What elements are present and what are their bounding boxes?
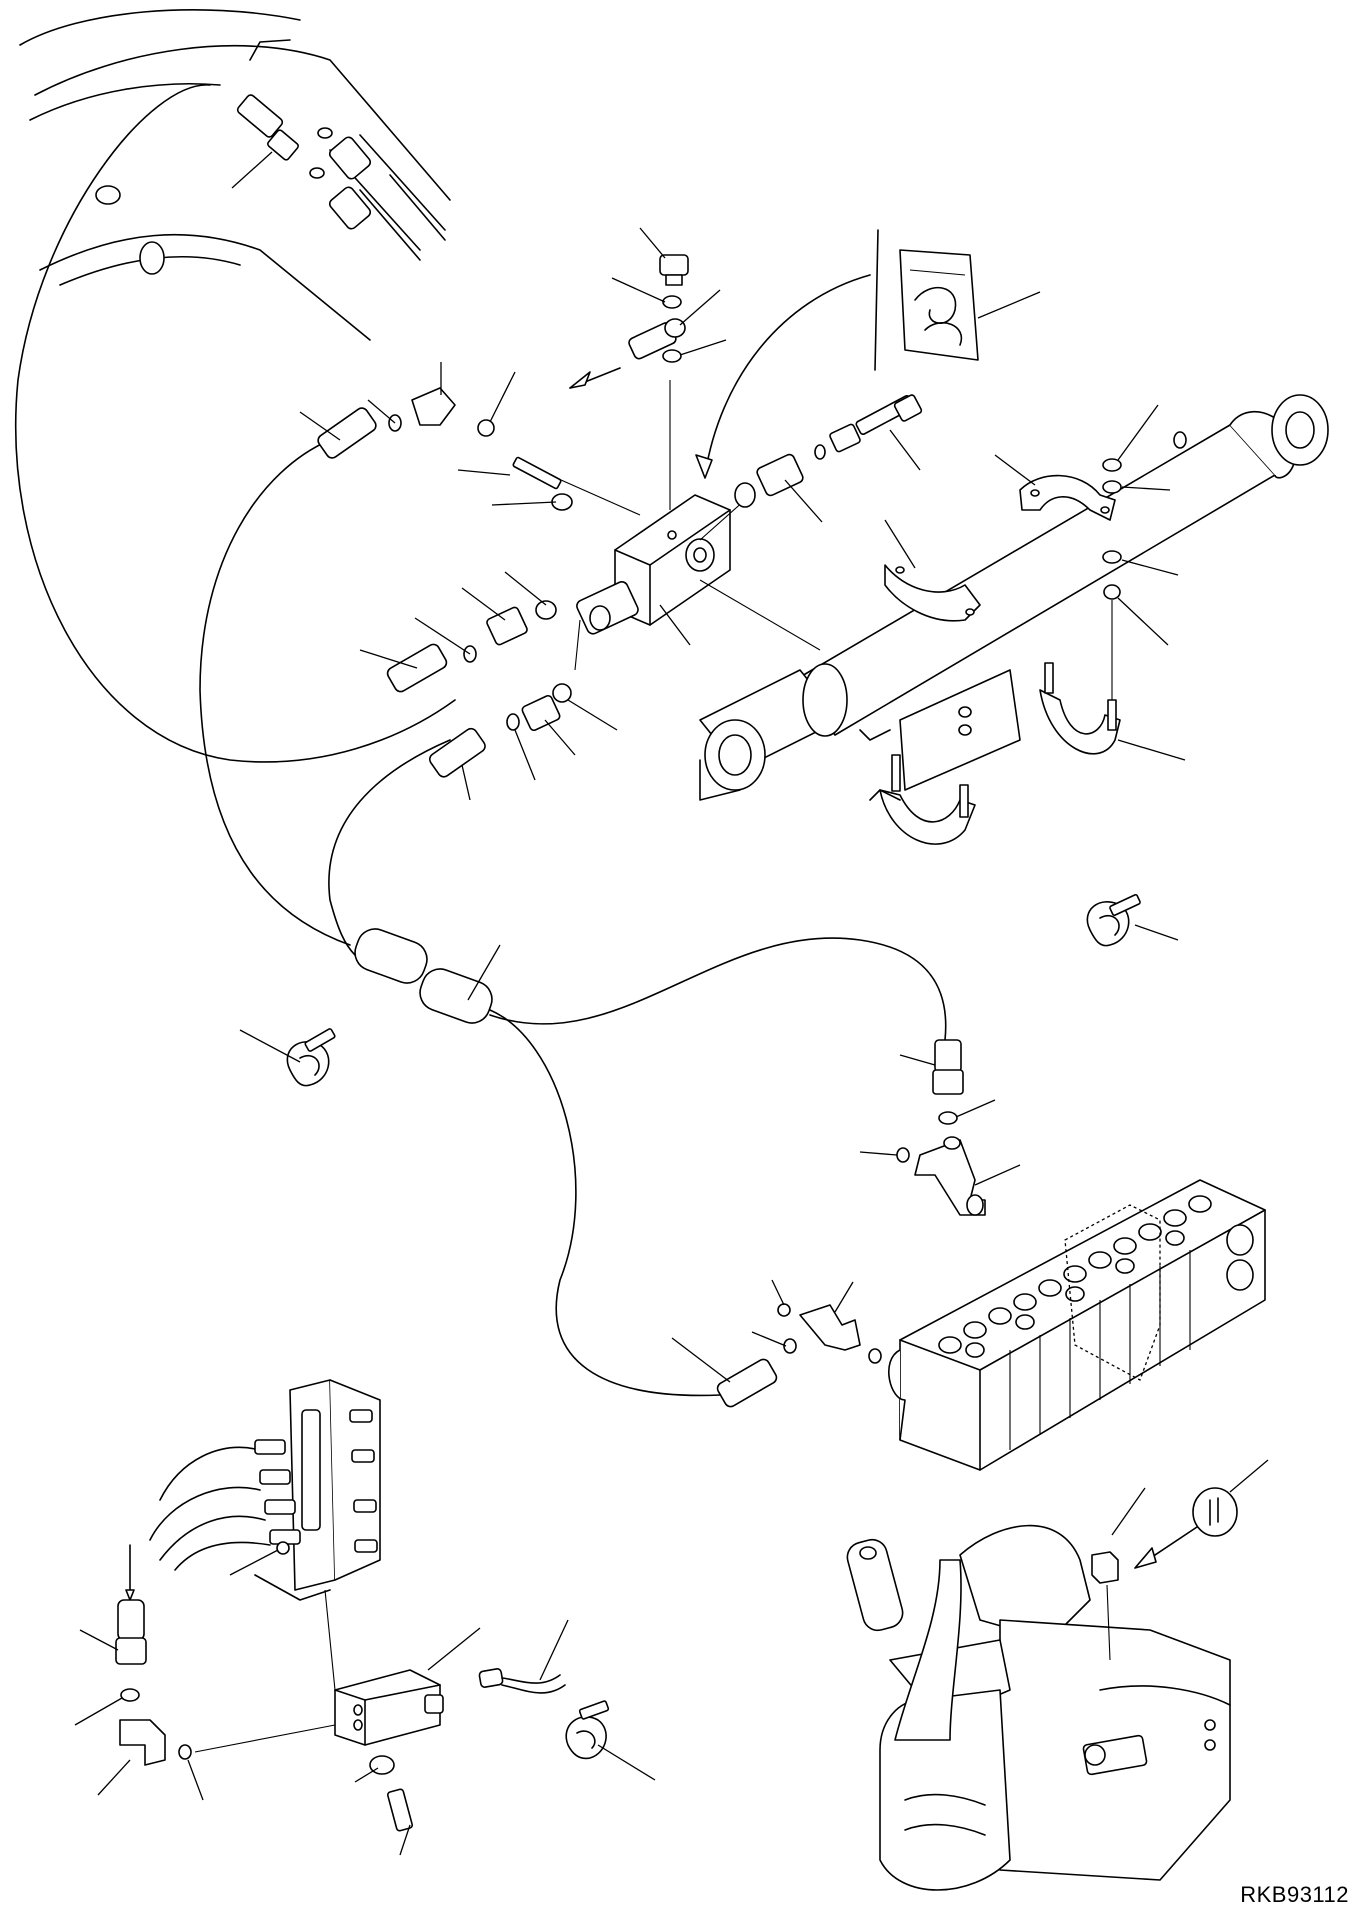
valve-block: [543, 380, 820, 670]
tee-fitting-upper: [860, 1040, 1020, 1215]
right-adapters: [735, 394, 922, 522]
console-switch: [1092, 1460, 1268, 1660]
tee-fitting-lower: [672, 1280, 881, 1409]
pilot-valve-manifold: [150, 1380, 380, 1600]
boom-hose-fittings: [232, 93, 445, 260]
hydraulic-cylinder: [700, 395, 1328, 800]
hose-clamp-1: [1087, 894, 1178, 946]
hose-end-fittings: [300, 362, 617, 800]
banjo-fitting-assembly: [570, 228, 726, 388]
boom-outline: [20, 10, 450, 340]
grease-decal-icon: [696, 230, 1040, 478]
control-console: [844, 1526, 1230, 1890]
mounting-bolt: [458, 457, 572, 510]
nuts-washers-right: [1103, 405, 1178, 700]
hose-loop-left: [16, 85, 946, 1396]
hose-sleeves: [350, 924, 500, 1028]
pressure-switch: [325, 1590, 568, 1855]
valve-ports: [939, 1196, 1211, 1357]
cylinder-bracket: [870, 663, 1185, 844]
elbow-fitting-lower: [75, 1545, 335, 1800]
hose-clamp-3: [566, 1701, 655, 1780]
control-valve-stack: [889, 1180, 1265, 1470]
hose-clamp-2: [240, 1028, 335, 1085]
drawing-reference-code: RKB93112: [1240, 1882, 1349, 1907]
cylinder-clamps: [885, 455, 1115, 621]
